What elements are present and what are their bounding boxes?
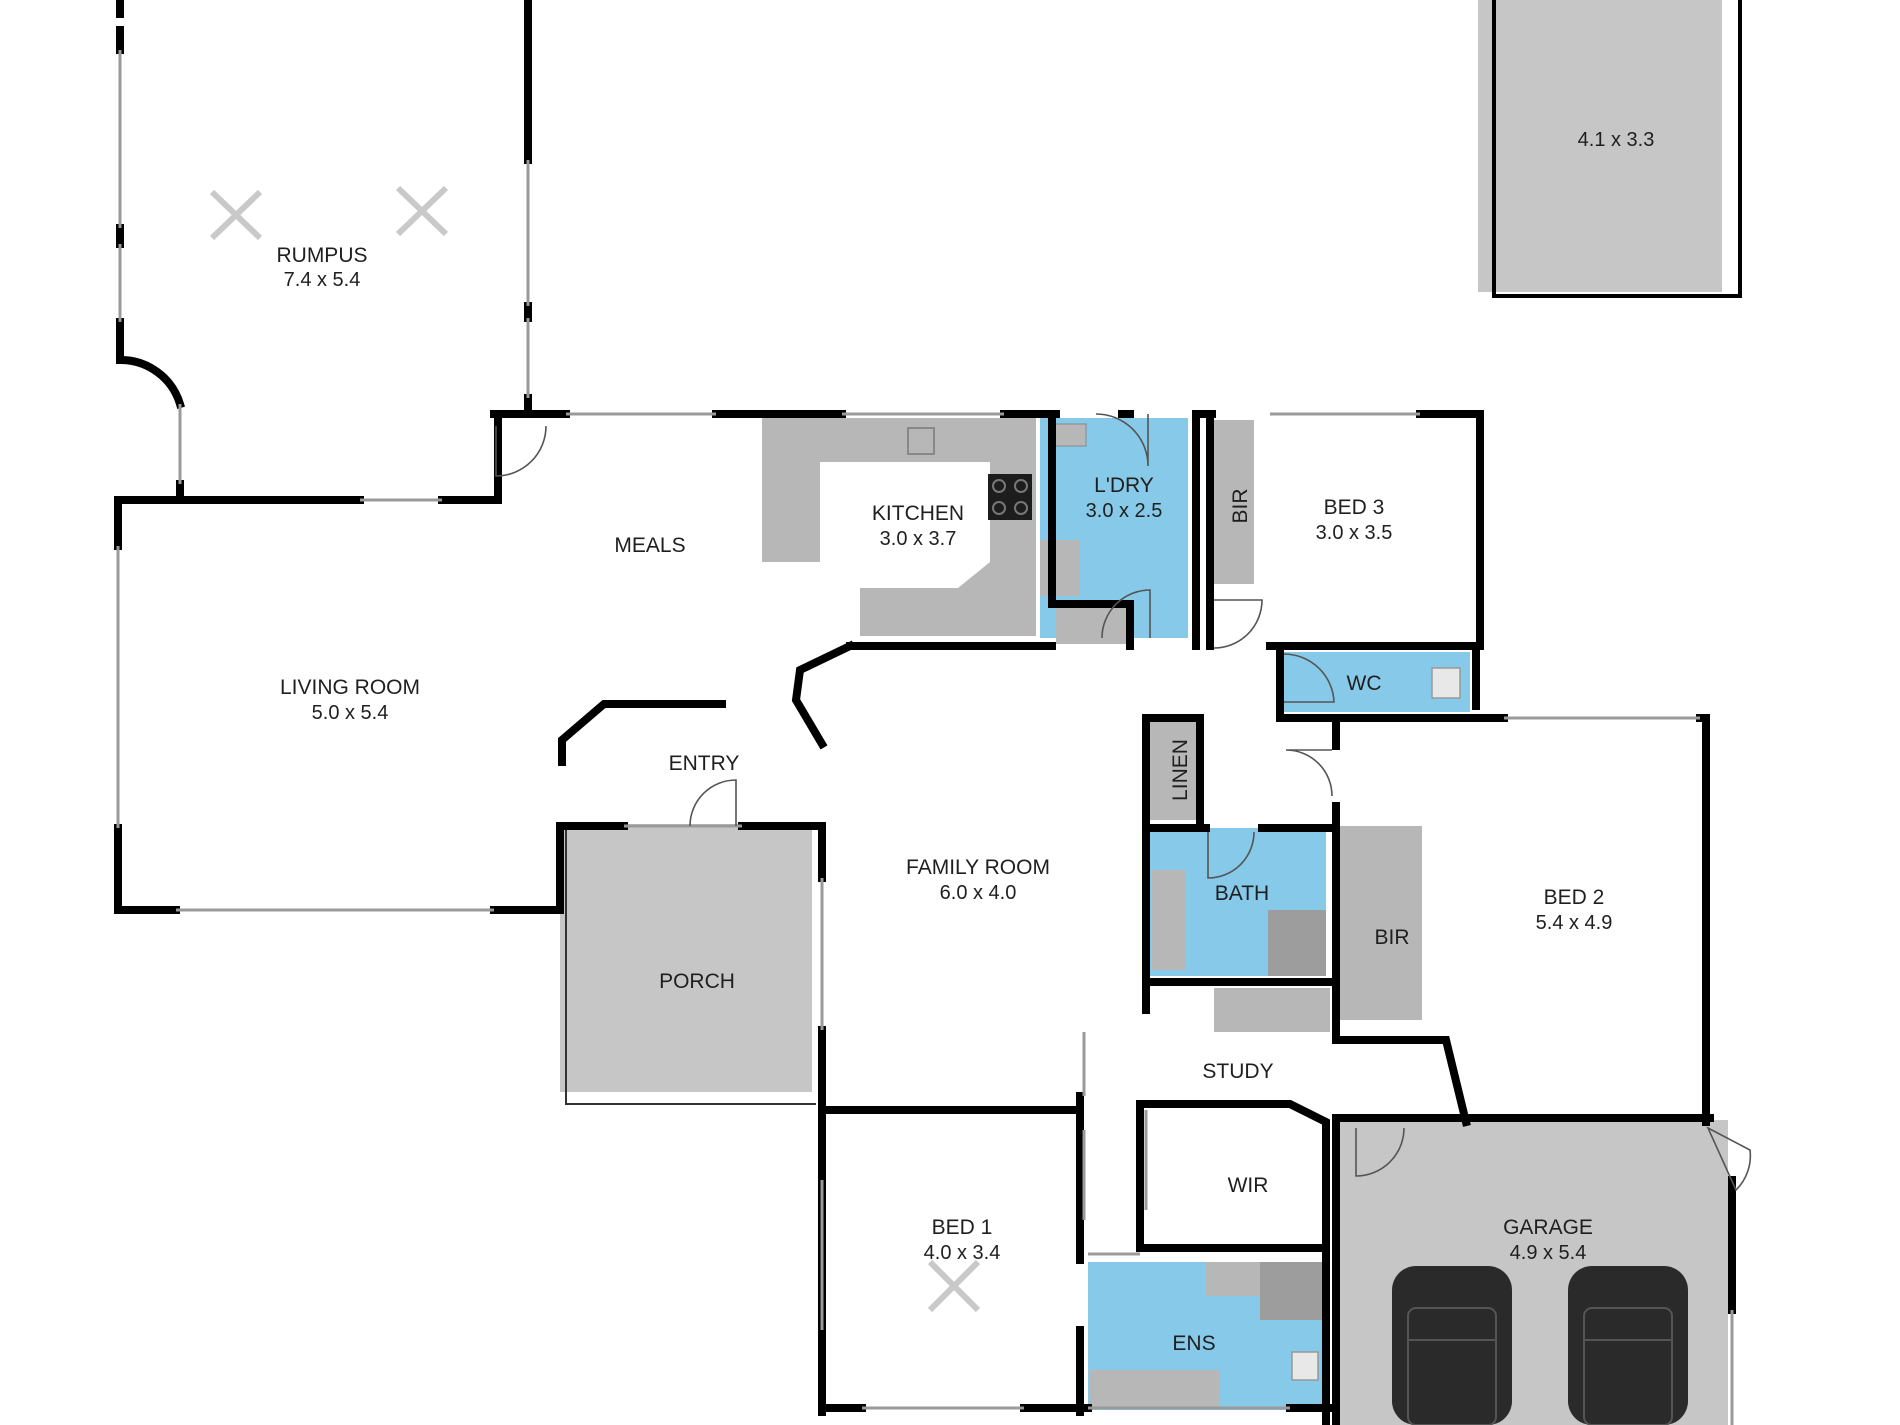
linen-name: LINEN: [1169, 739, 1192, 801]
door-swing-icon: [1283, 653, 1335, 703]
garage-name: GARAGE: [1503, 1216, 1593, 1239]
bir3-area: [1210, 420, 1254, 584]
burner: [1014, 479, 1028, 493]
door-swing-icon: [1355, 1127, 1405, 1177]
ens-name: ENS: [1172, 1332, 1215, 1355]
wall: [1136, 1100, 1330, 1254]
burner: [1014, 501, 1028, 515]
door-swing-icon: [1207, 831, 1255, 879]
porch-outline: [565, 830, 816, 1105]
shed-area: [1478, 0, 1722, 292]
toilet-icon: [1431, 667, 1461, 699]
kitchen-dims: 3.0 x 3.7: [880, 528, 957, 550]
door-swing-icon: [1095, 413, 1149, 467]
bed3-name: BED 3: [1324, 496, 1385, 519]
porch-name: PORCH: [659, 970, 735, 993]
study-bench: [1214, 988, 1330, 1032]
living-dims: 5.0 x 5.4: [312, 702, 389, 724]
wc-name: WC: [1347, 672, 1382, 695]
study-name: STUDY: [1202, 1060, 1273, 1083]
kitchen-bench-right: [860, 418, 1036, 636]
laundry-tub-icon: [1051, 423, 1087, 447]
car-icon: [1392, 1266, 1512, 1425]
wall: [791, 640, 856, 750]
shed-wall: [1492, 0, 1742, 298]
ens-cupboard: [1206, 1262, 1260, 1296]
bed2-name: BED 2: [1544, 886, 1605, 909]
meals-name: MEALS: [614, 534, 685, 557]
family-name: FAMILY ROOM: [906, 856, 1050, 879]
shower-icon: [1268, 910, 1326, 976]
rumpus-name: RUMPUS: [276, 244, 367, 267]
door-swing-icon: [689, 779, 737, 827]
ens-toilet-icon: [1291, 1351, 1319, 1381]
family-dims: 6.0 x 4.0: [940, 882, 1017, 904]
wall: [558, 700, 726, 766]
rumpus-dims: 7.4 x 5.4: [284, 269, 361, 291]
ens-shower-icon: [1260, 1262, 1330, 1320]
wall: [115, 355, 185, 409]
laundry-bench: [1040, 540, 1080, 596]
door-swing-icon: [1706, 1126, 1752, 1192]
bath-vanity: [1152, 870, 1186, 970]
sink-icon: [907, 427, 935, 455]
bed3-dims: 3.0 x 3.5: [1316, 522, 1393, 544]
wir-name: WIR: [1228, 1174, 1269, 1197]
bath-name: BATH: [1215, 882, 1269, 905]
kitchen-bench-left: [762, 418, 1000, 562]
door-swing-icon: [1101, 589, 1151, 639]
wall: [1332, 1036, 1471, 1127]
burner: [992, 479, 1006, 493]
car-icon: [1568, 1266, 1688, 1425]
garage-dims: 4.9 x 5.4: [1510, 1242, 1587, 1264]
living-name: LIVING ROOM: [280, 676, 420, 699]
door-swing-icon: [1213, 599, 1263, 649]
porch-area: [560, 824, 812, 1092]
bed1-dims: 4.0 x 3.4: [924, 1242, 1001, 1264]
kitchen-name: KITCHEN: [872, 502, 964, 525]
bed1-name: BED 1: [932, 1216, 993, 1239]
burner: [992, 501, 1006, 515]
bir3-name: BIR: [1229, 488, 1252, 523]
ceiling-fan-icon: [209, 189, 263, 241]
shed-dims: 4.1 x 3.3: [1578, 129, 1655, 151]
linen-area: [1150, 720, 1196, 820]
hall-cupboard: [1056, 604, 1126, 644]
bed2-dims: 5.4 x 4.9: [1536, 912, 1613, 934]
entry-name: ENTRY: [669, 752, 740, 775]
ens-vanity: [1090, 1370, 1220, 1408]
bir2-name: BIR: [1374, 926, 1409, 949]
ceiling-fan-icon: [927, 1259, 981, 1313]
laundry-name: L'DRY: [1094, 474, 1154, 497]
laundry-dims: 3.0 x 2.5: [1086, 500, 1163, 522]
ceiling-fan-icon: [395, 185, 449, 237]
door-swing-icon: [495, 425, 547, 477]
door-swing-icon: [1285, 749, 1333, 797]
bir2-area: [1332, 826, 1422, 1020]
